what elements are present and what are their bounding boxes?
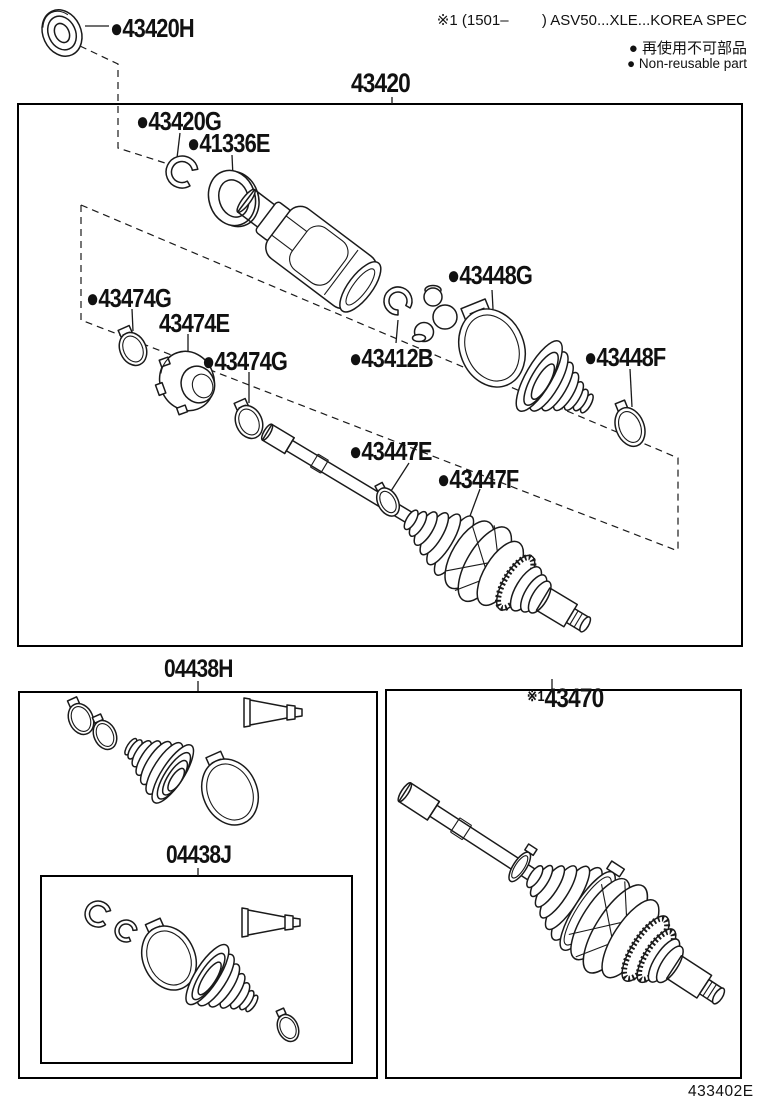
kit-label-04438j[interactable]: 04438J [166,841,232,869]
part-label-43448f[interactable]: ●43448F [584,342,666,372]
part-label-43474e[interactable]: 43474E [159,308,230,338]
part-label-43447e[interactable]: ●43447E [349,436,432,466]
ring-41336e-drawing [207,169,260,228]
cover-43474e-drawing [154,350,216,416]
assembly-label-43420[interactable]: 43420 [351,68,411,98]
tripod-43412b-drawing [383,284,458,343]
figure-code: 433402E [688,1083,754,1100]
clamp-43447e-drawing [374,481,401,517]
grease-tube-b-drawing [241,907,301,938]
dashed-reference-lines [79,45,679,552]
snap-ring-43420g-drawing [165,155,199,189]
kit-label-04438h[interactable]: 04438H [164,655,233,683]
inner-boot-kit-drawing [84,900,301,1043]
boot-43448-drawing [515,340,594,414]
spec-note: ※1 (1501– ) ASV50...XLE...KOREA SPEC [436,12,747,29]
non-reusable-note-jp: ● 再使用不可部品 [628,40,747,57]
grease-tube-a-drawing [243,697,303,728]
inner-boot-kit-box [40,875,353,1064]
oil-seal-drawing [41,9,83,57]
main-assembly-box [17,103,743,647]
part-label-43474g-a[interactable]: ●43474G [86,283,172,313]
part-label-43447f[interactable]: ●43447F [437,464,519,494]
part-label-43412b[interactable]: ●43412B [349,343,434,373]
outer-boot-kit-drawing [66,696,303,826]
non-reusable-note-en: ● Non-reusable part [627,56,747,71]
section-boxes [17,103,743,1079]
clamp-43474g-a-drawing [117,324,148,367]
shaft-assembly-label-prefix: ※1 [526,688,545,705]
part-label-43420h[interactable]: ●43420H [110,13,195,43]
shaft-assembly-label[interactable]: ※143470 [506,652,604,745]
part-label-41336e[interactable]: ●41336E [187,128,270,158]
shaft-assembly-label-number: 43470 [544,683,604,713]
clamp-43448g-drawing [458,298,526,388]
shaft-assembly-box [385,689,742,1079]
inner-joint-housing-drawing [236,188,382,313]
clamp-43474g-b-drawing [233,397,264,440]
outboard-joint-drawing [403,509,592,633]
part-label-43420g[interactable]: ●43420G [136,106,222,136]
shaft-assembly-drawing [397,782,726,1005]
clamp-43448f-drawing [614,399,646,448]
outer-boot-kit-box [18,691,378,1079]
part-label-43474g-b[interactable]: ●43474G [202,346,288,376]
part-label-43448g[interactable]: ●43448G [447,260,533,290]
